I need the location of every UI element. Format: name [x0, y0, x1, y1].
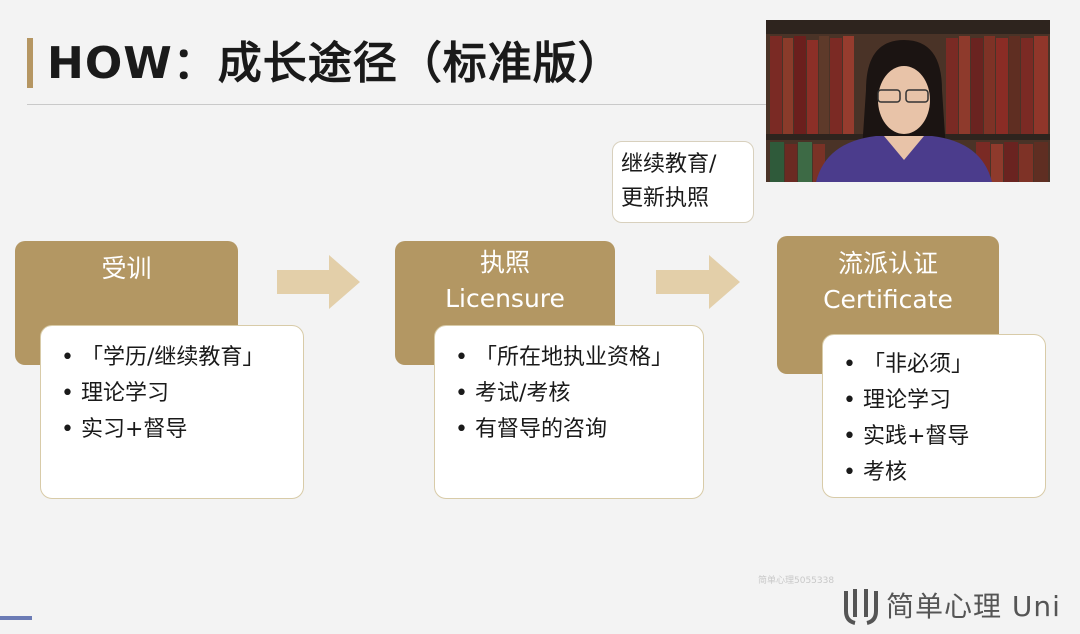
slide-progress-bar [0, 616, 32, 620]
brand-name: 简单心理 Uni [886, 590, 1061, 623]
presenter-video-frame [766, 20, 1050, 182]
presenter-video [766, 20, 1050, 182]
stage-training-card: 「学历/继续教育」 理论学习 实习+督导 [40, 325, 304, 499]
stage-training-heading: 受训 [101, 254, 152, 283]
title-divider [27, 104, 770, 105]
arrow-right-icon [277, 255, 360, 309]
list-item: 「所在地执业资格」 [455, 340, 703, 376]
list-item: 考核 [843, 455, 1045, 491]
brand-logo-icon [844, 589, 878, 625]
title-accent-bar [27, 38, 33, 88]
list-item: 「非必须」 [843, 347, 1045, 383]
continuing-education-note: 继续教育/ 更新执照 [612, 141, 754, 223]
list-item: 「学历/继续教育」 [61, 340, 303, 376]
arrow-right-icon [656, 255, 740, 309]
stage-certificate-card: 「非必须」 理论学习 实践+督导 考核 [822, 334, 1046, 498]
slide-title: HOW：成长途径（标准版） [47, 38, 623, 89]
watermark-id: 简单心理5055338 [758, 576, 835, 586]
list-item: 实践+督导 [843, 419, 1045, 455]
stage-licensure-card: 「所在地执业资格」 考试/考核 有督导的咨询 [434, 325, 704, 499]
continuing-note-line-1: 继续教育/ [621, 152, 717, 177]
list-item: 理论学习 [843, 383, 1045, 419]
stage-certificate-subheading: Certificate [823, 285, 953, 314]
stage-certificate-heading: 流派认证 [837, 249, 938, 278]
list-item: 理论学习 [61, 376, 303, 412]
list-item: 考试/考核 [455, 376, 703, 412]
stage-licensure-subheading: Licensure [445, 284, 565, 313]
list-item: 有督导的咨询 [455, 412, 703, 448]
stage-licensure-heading: 执照 [479, 248, 530, 277]
list-item: 实习+督导 [61, 412, 303, 448]
continuing-note-line-2: 更新执照 [621, 186, 710, 211]
